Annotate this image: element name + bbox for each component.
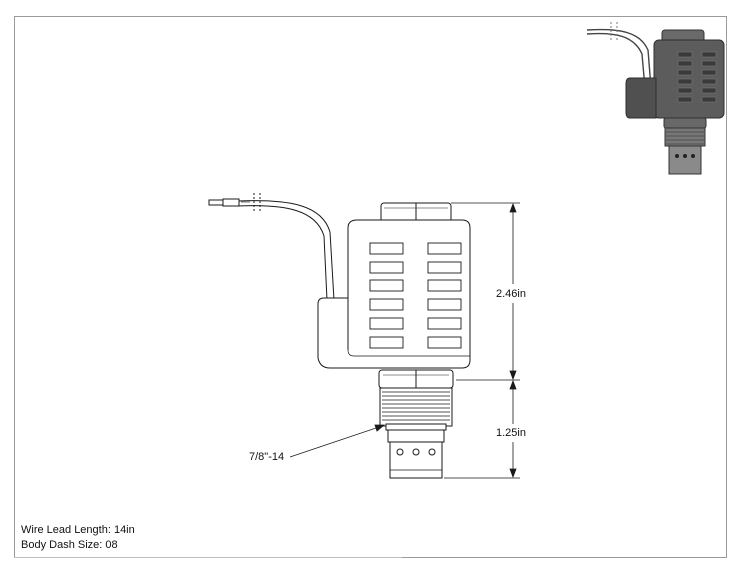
dimension-lower-height: 1.25in — [496, 427, 526, 439]
thread-section — [379, 387, 453, 431]
coil-body — [317, 219, 471, 369]
lower-nut — [378, 369, 454, 389]
solenoid-valve-3d-thumbnail-icon — [586, 22, 725, 175]
cartridge — [387, 429, 445, 479]
thread-size-callout: 7/8"-14 — [249, 451, 285, 463]
wire-lead — [208, 193, 335, 301]
dimension-lines — [289, 202, 520, 479]
body-dash-size-note: Body Dash Size: 08 — [21, 539, 118, 551]
vent-slots — [369, 242, 462, 349]
dimension-upper-height: 2.46in — [496, 288, 526, 300]
title-block-line — [14, 557, 402, 558]
wire-lead-length-note: Wire Lead Length: 14in — [21, 524, 135, 536]
drawing-notes: Wire Lead Length: 14in Body Dash Size: 0… — [21, 523, 135, 553]
solenoid-coil-cartridge-valve-icon — [208, 193, 471, 479]
